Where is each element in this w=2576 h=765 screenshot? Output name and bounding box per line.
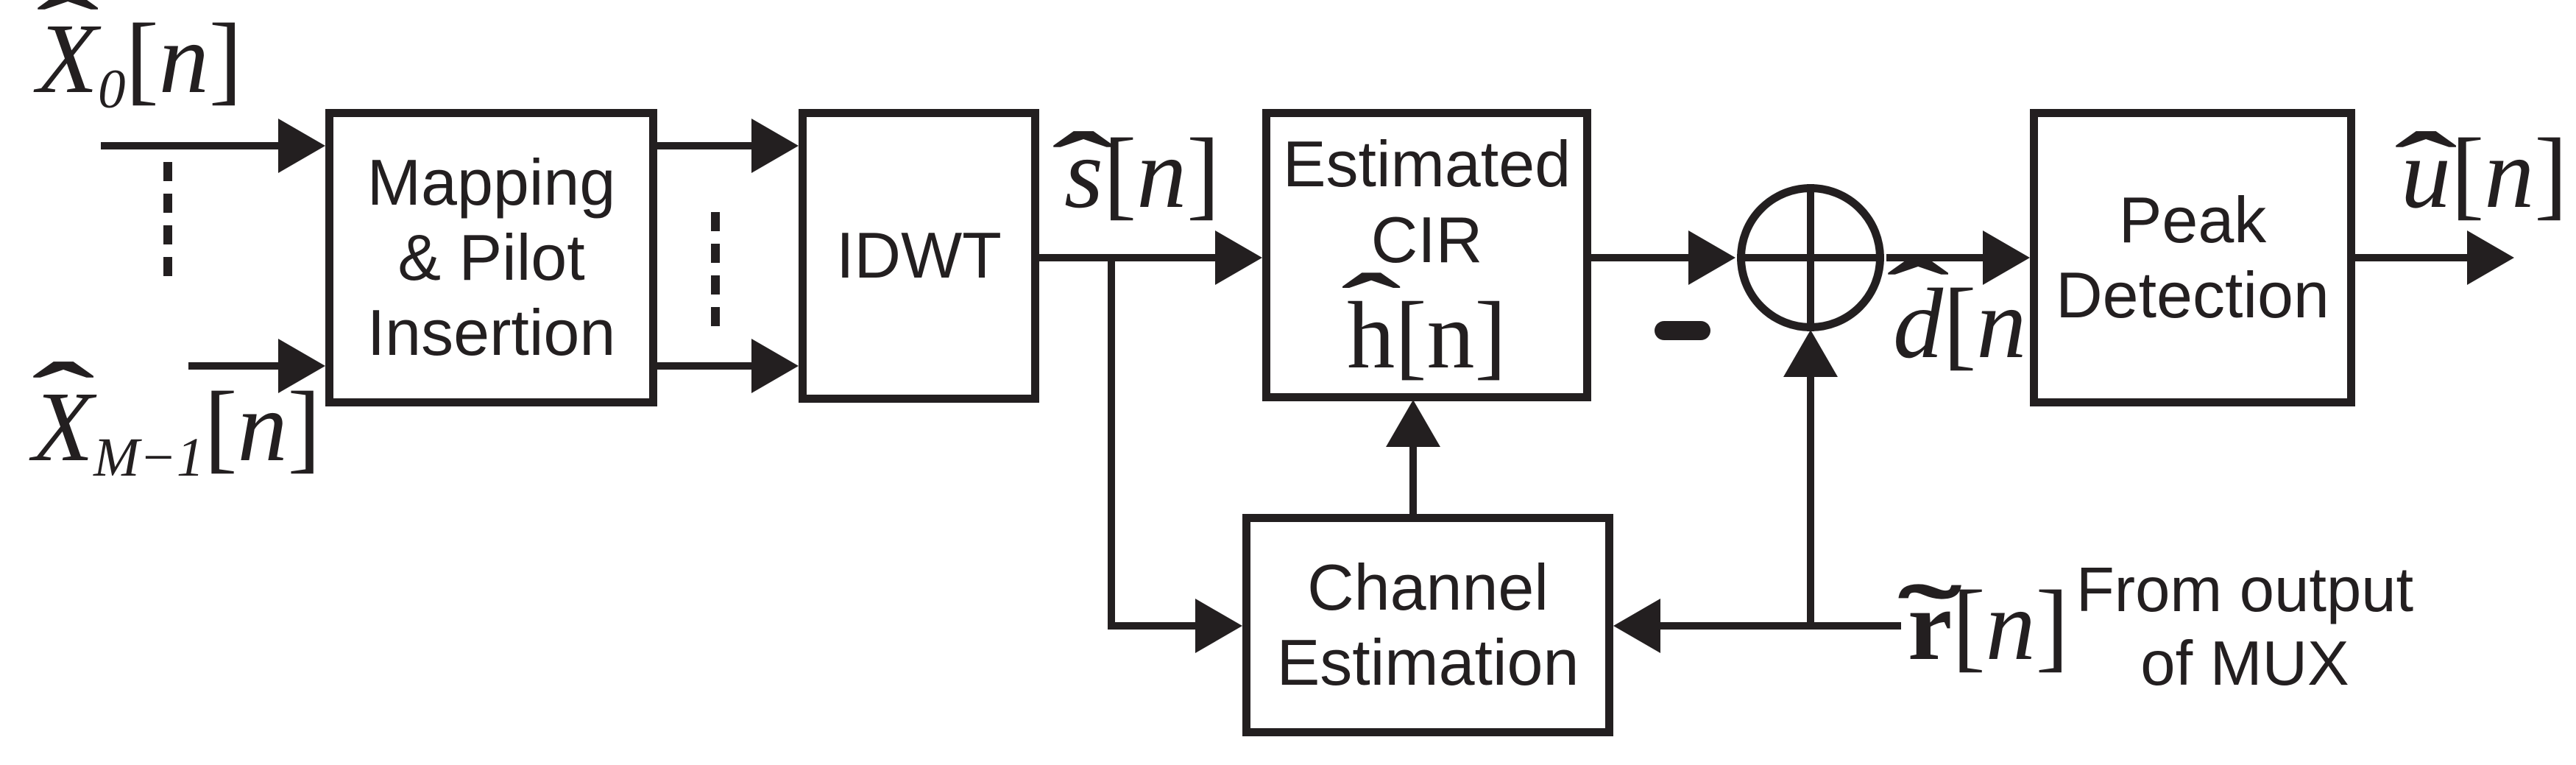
mux-note-line2: of MUX [2140, 629, 2349, 699]
peak-label-line1: Peak [2118, 183, 2267, 256]
s-open-bracket: [ [1103, 119, 1137, 229]
d-base: d [1893, 269, 1943, 379]
xm1-open-bracket: [ [204, 372, 238, 482]
line-mapping-idwt-top [657, 142, 754, 149]
x0-open-bracket: [ [125, 4, 159, 114]
x0-close-bracket: ] [208, 4, 243, 114]
line-peak-output [2355, 254, 2471, 261]
arrowhead-xm1-input [278, 339, 325, 393]
u-close-bracket: ] [2534, 119, 2568, 229]
u-var: n [2484, 119, 2535, 229]
s-close-bracket: ] [1186, 119, 1220, 229]
xm1-subscript: M−1 [93, 426, 205, 488]
s-base: s [1064, 119, 1103, 229]
minus-sign-icon [1655, 321, 1710, 340]
s-hat-icon: ˆ [1052, 113, 1116, 225]
r-open-bracket: [ [1952, 571, 1986, 681]
cir-label-line1: Estimated [1282, 127, 1571, 201]
r-var: n [1985, 571, 2036, 681]
ellipsis-inputs-icon [163, 162, 172, 276]
block-idwt: IDWT [799, 109, 1039, 403]
u-open-bracket: [ [2451, 119, 2485, 229]
xm1-var: n [237, 372, 288, 482]
line-s-branch-down [1108, 254, 1115, 630]
arrowhead-into-adder-bottom [1783, 330, 1838, 377]
line-s-branch-to-channel-est [1108, 622, 1196, 630]
h-base: h [1347, 282, 1395, 389]
h-var: n [1426, 282, 1475, 389]
x0-base: X [37, 4, 99, 114]
block-peak-detection: Peak Detection [2030, 109, 2355, 406]
line-rtilde-up-to-adder [1807, 372, 1814, 626]
d-open-bracket: [ [1943, 269, 1977, 379]
cir-label-line2: CIR [1370, 202, 1483, 276]
arrowhead-peak-output [2467, 230, 2514, 285]
xm1-close-bracket: ] [287, 372, 321, 482]
arrowhead-cir-adder [1688, 230, 1735, 285]
arrowhead-mapping-idwt-bottom [751, 339, 799, 393]
line-channel-est-to-cir [1409, 442, 1417, 514]
arrowhead-idwt-cir [1215, 230, 1262, 285]
line-adder-peak [1886, 254, 1986, 261]
arrowhead-mapping-idwt-top [751, 119, 799, 173]
channel-est-label-line1: Channel [1307, 550, 1549, 624]
h-hat-icon: ˆ [1340, 255, 1401, 362]
r-close-bracket: ] [2035, 571, 2069, 681]
mapping-label-line2: & Pilot [397, 220, 585, 294]
xm1-hat-icon: ˆ [31, 343, 95, 454]
mux-note-line1: From output [2076, 555, 2414, 625]
arrowhead-into-channel-est-left [1195, 599, 1242, 653]
label-r-tilde-n: r˜[n] [1898, 571, 2069, 676]
line-x0-input [101, 142, 281, 149]
h-open-bracket: [ [1395, 282, 1427, 389]
d-hat-icon: ˆ [1886, 240, 1950, 351]
line-rtilde-to-channel-est [1655, 622, 1901, 630]
arrowhead-x0-input [278, 119, 325, 173]
d-var: n [1976, 269, 2027, 379]
peak-label-line2: Detection [2056, 258, 2329, 331]
adder-plus-horizontal-icon [1737, 254, 1884, 261]
line-xm1-input [188, 362, 281, 370]
arrowhead-into-cir-bottom [1386, 400, 1440, 447]
mapping-label-line1: Mapping [367, 145, 616, 219]
line-idwt-cir [1039, 254, 1220, 261]
s-var: n [1136, 119, 1187, 229]
r-base: r [1908, 571, 1953, 681]
x0-var: n [158, 4, 209, 114]
mux-note: From output of MUX [2046, 554, 2444, 702]
ellipsis-subcarriers-icon [711, 212, 720, 326]
u-hat-icon: ˆ [2393, 113, 2458, 225]
x0-subscript: 0 [98, 58, 126, 120]
channel-est-label-line2: Estimation [1276, 626, 1579, 699]
idwt-label: IDWT [836, 219, 1002, 292]
arrowhead-into-channel-est-right [1613, 599, 1660, 653]
h-close-bracket: ] [1474, 282, 1507, 389]
r-tilde-icon: ˜ [1898, 565, 1962, 677]
u-base: u [2401, 119, 2451, 229]
mapping-label-line3: Insertion [367, 296, 616, 370]
line-mapping-idwt-bottom [657, 362, 754, 370]
x0-hat-icon: ˆ [35, 0, 99, 86]
block-mapping-pilot-insertion: Mapping & Pilot Insertion [325, 109, 657, 406]
xm1-base: X [32, 372, 94, 482]
line-cir-adder [1591, 254, 1691, 261]
block-channel-estimation: Channel Estimation [1242, 514, 1613, 736]
arrowhead-adder-peak [1983, 230, 2030, 285]
